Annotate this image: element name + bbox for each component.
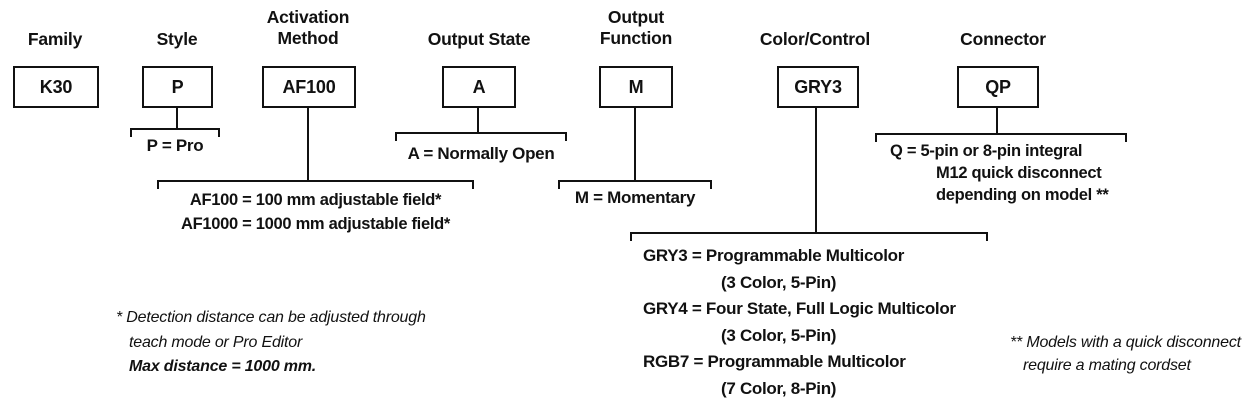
footnote-2-line-2: require a mating cordset	[1023, 357, 1191, 374]
stem-line-output-function	[634, 108, 636, 180]
note-connector-line-3: depending on model **	[936, 186, 1109, 204]
stem-line-activation	[307, 108, 309, 180]
bracket-activation	[157, 180, 474, 189]
column-header-connector: Connector	[960, 29, 1046, 49]
code-box-style: P	[142, 66, 213, 108]
bracket-style	[130, 128, 220, 137]
footnote-1-line-2: teach mode or Pro Editor	[129, 333, 303, 351]
stem-line-style	[176, 108, 178, 128]
footnote-1-line-3: Max distance = 1000 mm.	[129, 358, 317, 375]
footnote-2-text: Models with a quick disconnect	[1026, 334, 1241, 351]
column-header-color-control: Color/Control	[759, 29, 871, 49]
footnote-2-line-1: ** Models with a quick disconnect	[1010, 331, 1241, 354]
note-style: P = Pro	[146, 136, 204, 155]
column-header-activation-method: Activation Method	[266, 7, 350, 48]
footnote-1-text: Detection distance can be adjusted throu…	[126, 309, 426, 326]
bracket-connector	[875, 133, 1127, 142]
note-color-control-gry4-sub: (3 Color, 5-Pin)	[721, 325, 837, 345]
note-activation-line-2: AF1000 = 1000 mm adjustable field*	[180, 215, 451, 233]
note-connector: Q = 5-pin or 8-pin integral M12 quick di…	[890, 140, 1109, 206]
note-activation: AF100 = 100 mm adjustable field* AF1000 …	[157, 188, 474, 236]
code-box-connector: QP	[957, 66, 1039, 108]
note-color-control-gry4: GRY4 = Four State, Full Logic Multicolor	[643, 299, 956, 318]
code-box-family: K30	[13, 66, 99, 108]
note-connector-line-1: Q = 5-pin or 8-pin integral	[890, 142, 1083, 160]
note-color-control-gry3: GRY3 = Programmable Multicolor	[643, 246, 905, 265]
note-activation-line-1: AF100 = 100 mm adjustable field*	[189, 191, 442, 209]
footnote-detection-distance: * Detection distance can be adjusted thr…	[116, 306, 426, 380]
stem-line-connector	[996, 108, 998, 133]
bracket-color-control	[630, 232, 988, 241]
code-box-activation-method: AF100	[262, 66, 356, 108]
note-color-control: GRY3 = Programmable Multicolor (3 Color,…	[643, 243, 956, 402]
note-connector-line-2: M12 quick disconnect	[936, 164, 1102, 182]
column-header-family: Family	[27, 29, 83, 49]
note-output-function: M = Momentary	[574, 188, 696, 207]
note-color-control-rgb7-sub: (7 Color, 8-Pin)	[721, 378, 837, 398]
bracket-output-function	[558, 180, 712, 189]
stem-line-color-control	[815, 108, 817, 232]
column-header-style: Style	[156, 29, 198, 49]
code-box-output-function: M	[599, 66, 673, 108]
note-output-state: A = Normally Open	[407, 144, 555, 163]
code-box-color-control: GRY3	[777, 66, 859, 108]
footnote-1-marker: *	[116, 309, 123, 326]
stem-line-output-state	[477, 108, 479, 132]
footnote-mating-cordset: ** Models with a quick disconnect requir…	[1010, 331, 1241, 377]
bracket-output-state	[395, 132, 567, 141]
footnote-1-line-1: * Detection distance can be adjusted thr…	[116, 306, 426, 331]
code-box-output-state: A	[442, 66, 516, 108]
note-color-control-rgb7: RGB7 = Programmable Multicolor	[643, 352, 906, 371]
column-header-output-function: Output Function	[599, 7, 673, 48]
column-header-output-state: Output State	[427, 29, 531, 49]
note-color-control-gry3-sub: (3 Color, 5-Pin)	[721, 272, 837, 292]
footnote-2-marker: **	[1010, 334, 1023, 351]
